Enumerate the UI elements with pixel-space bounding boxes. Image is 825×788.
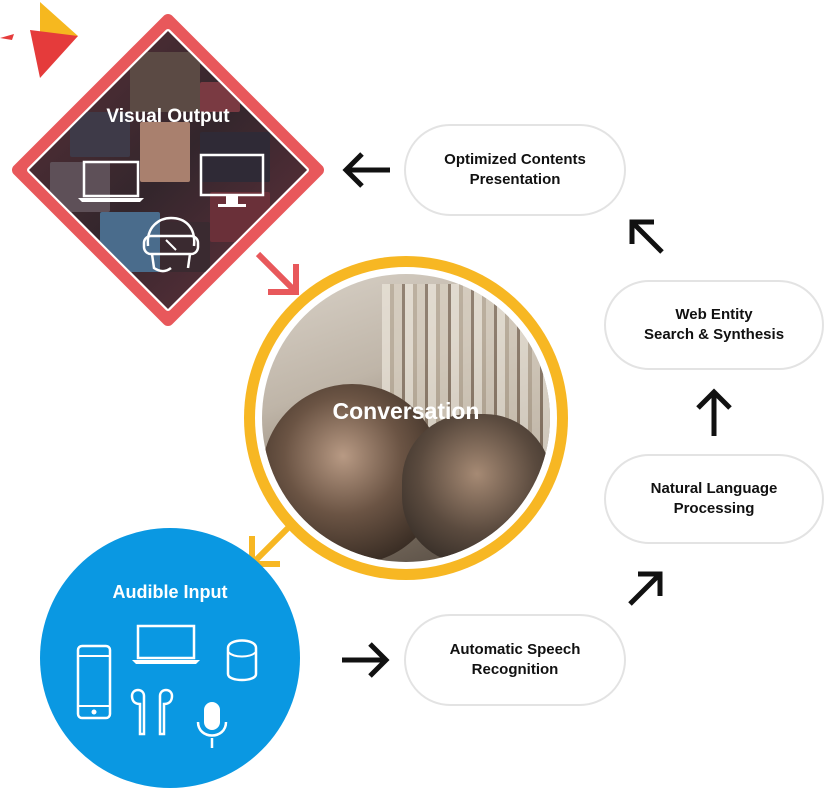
brand-logo [0, 2, 78, 78]
visual-output-label: Visual Output [106, 106, 230, 127]
laptop-icon [132, 624, 200, 664]
visual-output-node: Visual Output [10, 12, 326, 328]
earbuds-icon [130, 688, 174, 736]
web-entity-label: Web Entity Search & Synthesis [643, 306, 785, 343]
arrow-to-visual-output [342, 152, 390, 188]
arrow-visual-to-conversation [255, 251, 299, 295]
optimized-contents-label: Optimized Contents Presentation [444, 151, 586, 188]
monitor-icon [199, 153, 265, 207]
optimized-contents-pill: Optimized Contents Presentation [404, 124, 626, 216]
speech-recognition-pill: Automatic Speech Recognition [404, 614, 626, 706]
web-entity-pill: Web Entity Search & Synthesis [604, 280, 824, 370]
arrow-to-natural-language [628, 571, 663, 606]
vr-headset-icon [142, 216, 200, 273]
conversation-photo [262, 274, 550, 562]
arrow-to-speech-recognition [342, 642, 390, 678]
audible-input-label: Audible Input [112, 582, 228, 602]
arrow-to-optimized-contents [629, 219, 664, 254]
natural-language-label: Natural Language Processing [650, 480, 778, 517]
laptop-icon [78, 160, 144, 202]
arrow-to-web-entity [696, 388, 732, 436]
speech-recognition-label: Automatic Speech Recognition [449, 641, 581, 678]
natural-language-pill: Natural Language Processing [604, 454, 824, 544]
microphone-icon [196, 702, 228, 748]
conversation-label: Conversation [332, 398, 480, 424]
smartphone-icon [76, 644, 112, 720]
smart-speaker-icon [226, 639, 258, 682]
